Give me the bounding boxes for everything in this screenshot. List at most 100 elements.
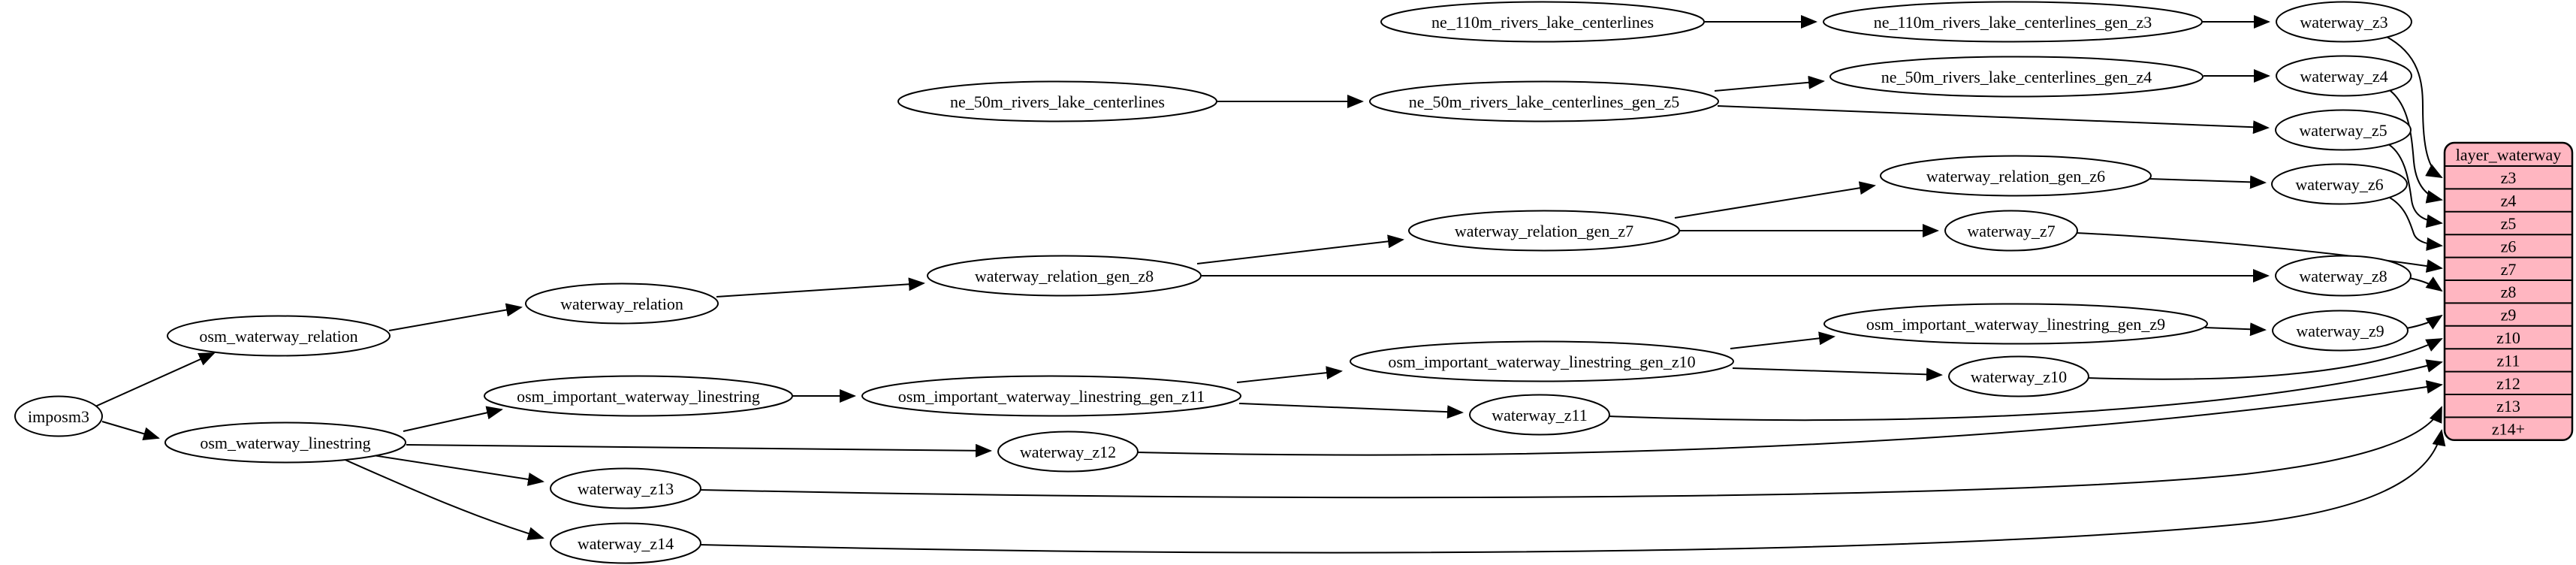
node-osm_waterway_relation: osm_waterway_relation [167,315,391,357]
record-title: layer_waterway [2456,146,2561,165]
edge-waterway_z8-to-layer-z8 [2409,276,2443,292]
node-osm_important_waterway_linestring_gen_z11-shape [861,375,1241,417]
node-waterway_z14: waterway_z14 [550,522,701,564]
edge-imposm3-to-osm_waterway_relation [95,352,216,407]
node-ne_110m_rivers_lake_centerlines_gen_z3-label: ne_110m_rivers_lake_centerlines_gen_z3 [1874,13,2152,32]
edge-ne_50m_rivers_lake_centerlines_gen_z5-to-ne_50m_rivers_lake_centerlines_gen_z4 [1714,75,1825,92]
edge-osm_important_waterway_linestring_gen_z10-to-waterway_z10 [1732,367,1943,382]
node-waterway_z14-label: waterway_z14 [578,534,674,553]
node-waterway_z13: waterway_z13 [550,467,701,509]
node-imposm3-label: imposm3 [28,407,89,426]
edge-waterway_z9-to-layer-z9 [2406,314,2443,330]
node-waterway_z8-label: waterway_z8 [2299,267,2387,286]
edge-waterway_z13-to-layer-z13 [699,406,2442,499]
node-waterway_z3-label: waterway_z3 [2300,13,2387,32]
layer-row-z6-label: z6 [2501,237,2517,255]
node-waterway_relation_gen_z7-shape [1408,210,1680,252]
node-ne_50m_rivers_lake_centerlines_gen_z4: ne_50m_rivers_lake_centerlines_gen_z4 [1829,56,2203,98]
edge-osm_important_waterway_linestring_gen_z11-to-osm_important_waterway_linestring_gen_z10 [1236,366,1343,383]
edge-waterway_z7-to-layer-z7 [2075,232,2443,273]
layer-row-z12-label: z12 [2496,374,2520,393]
node-waterway_z3-shape [2276,1,2412,43]
edge-osm_important_waterway_linestring_gen_z9-to-waterway_z9 [2204,322,2267,337]
edge-osm_waterway_linestring-to-waterway_z14 [341,458,544,540]
edge-waterway_relation_gen_z8-to-waterway_relation_gen_z7 [1196,234,1404,264]
layer-row-z13: z13 [2496,397,2520,415]
node-waterway_z5-shape [2275,109,2412,151]
layer-row-z3-label: z3 [2501,168,2517,187]
layer-row-z8: z8 [2501,282,2517,301]
edge-osm_important_waterway_linestring_gen_z11-to-waterway_z11 [1238,403,1464,419]
layer-row-z10: z10 [2496,328,2520,347]
layer-row-z11-label: z11 [2497,351,2520,370]
edge-waterway_z11-to-layer-z11 [1608,359,2443,421]
layer-row-z7-label: z7 [2501,260,2517,279]
node-waterway_relation-label: waterway_relation [560,295,683,313]
node-waterway_z7: waterway_z7 [1944,210,2078,252]
edge-osm_waterway_linestring-to-waterway_z13 [373,455,544,486]
layer-row-z5: z5 [2501,214,2517,233]
node-waterway_z8-shape [2275,255,2412,297]
node-waterway_z12-shape [997,431,1139,473]
node-waterway_z10-label: waterway_z10 [1971,367,2067,386]
edge-waterway_relation-to-waterway_relation_gen_z8 [716,277,925,298]
node-waterway_z7-shape [1944,210,2078,252]
node-waterway_relation: waterway_relation [525,282,719,325]
node-ne_50m_rivers_lake_centerlines_gen_z5-label: ne_50m_rivers_lake_centerlines_gen_z5 [1409,92,1679,111]
edge-osm_waterway_linestring-to-osm_important_waterway_linestring [403,406,503,432]
layer-row-z9: z9 [2501,306,2517,325]
node-waterway_z14-shape [550,522,701,564]
record-layer: layer_waterwayz3z4z5z6z7z8z9z10z11z12z13… [2443,141,2574,442]
layer-row-z12: z12 [2496,374,2520,393]
node-ne_50m_rivers_lake_centerlines-shape [897,80,1217,122]
node-osm_waterway_relation-shape [167,315,391,357]
node-ne_110m_rivers_lake_centerlines: ne_110m_rivers_lake_centerlines [1380,1,1705,43]
layer-row-z14plus-label: z14+ [2492,420,2525,439]
node-ne_50m_rivers_lake_centerlines_gen_z5: ne_50m_rivers_lake_centerlines_gen_z5 [1369,80,1719,122]
layer-row-z14plus: z14+ [2492,420,2525,439]
edge-osm_important_waterway_linestring_gen_z10-to-osm_important_waterway_linestring_gen_z9 [1730,331,1835,349]
node-waterway_z5: waterway_z5 [2275,109,2412,151]
layer-row-z5-label: z5 [2501,214,2517,233]
layer-row-z13-label: z13 [2496,397,2520,415]
node-ne_110m_rivers_lake_centerlines-shape [1380,1,1705,43]
node-waterway_z5-label: waterway_z5 [2299,121,2387,140]
node-osm_important_waterway_linestring_gen_z9: osm_important_waterway_linestring_gen_z9 [1823,303,2208,345]
node-osm_waterway_linestring-label: osm_waterway_linestring [200,434,370,452]
node-waterway_z8: waterway_z8 [2275,255,2412,297]
node-osm_important_waterway_linestring_gen_z11-label: osm_important_waterway_linestring_gen_z1… [898,387,1205,406]
edge-imposm3-to-osm_waterway_linestring [101,421,160,441]
node-osm_waterway_relation-label: osm_waterway_relation [199,327,357,346]
edge-ne_50m_rivers_lake_centerlines_gen_z5-to-waterway_z5 [1717,105,2270,134]
node-osm_important_waterway_linestring_gen_z10-shape [1350,340,1734,382]
node-imposm3-shape [14,395,103,437]
edge-waterway_z12-to-layer-z12 [1136,380,2443,456]
node-waterway_relation_gen_z6-shape [1880,155,2152,197]
node-waterway_relation_gen_z6: waterway_relation_gen_z6 [1880,155,2152,197]
node-waterway_z13-shape [550,467,701,509]
node-waterway_z13-label: waterway_z13 [578,479,674,498]
node-waterway_z10-shape [1948,355,2089,397]
node-waterway_z3: waterway_z3 [2276,1,2412,43]
node-ne_110m_rivers_lake_centerlines_gen_z3-shape [1823,1,2203,43]
node-ne_50m_rivers_lake_centerlines-label: ne_50m_rivers_lake_centerlines [950,92,1165,111]
node-waterway_relation_gen_z7-label: waterway_relation_gen_z7 [1455,222,1633,240]
layer-row-z7: z7 [2501,260,2517,279]
node-waterway_relation_gen_z7: waterway_relation_gen_z7 [1408,210,1680,252]
edge-osm_waterway_relation-to-waterway_relation [388,303,523,331]
record-outline [2443,141,2574,442]
node-waterway_z4-label: waterway_z4 [2300,67,2387,86]
node-osm_waterway_linestring: osm_waterway_linestring [164,421,406,464]
layer-row-z11: z11 [2497,351,2520,370]
edge-waterway_relation_gen_z7-to-waterway_relation_gen_z6 [1674,181,1876,219]
layer-row-z3: z3 [2501,168,2517,187]
node-osm_important_waterway_linestring-shape [484,375,793,417]
node-waterway_relation_gen_z6-label: waterway_relation_gen_z6 [1926,167,2105,186]
node-waterway_z7-label: waterway_z7 [1967,222,2055,240]
node-waterway_relation_gen_z8: waterway_relation_gen_z8 [927,255,1202,297]
node-osm_waterway_linestring-shape [164,421,406,464]
edge-waterway_z6-to-layer-z6 [2387,196,2443,251]
node-waterway_z4-shape [2276,55,2412,97]
